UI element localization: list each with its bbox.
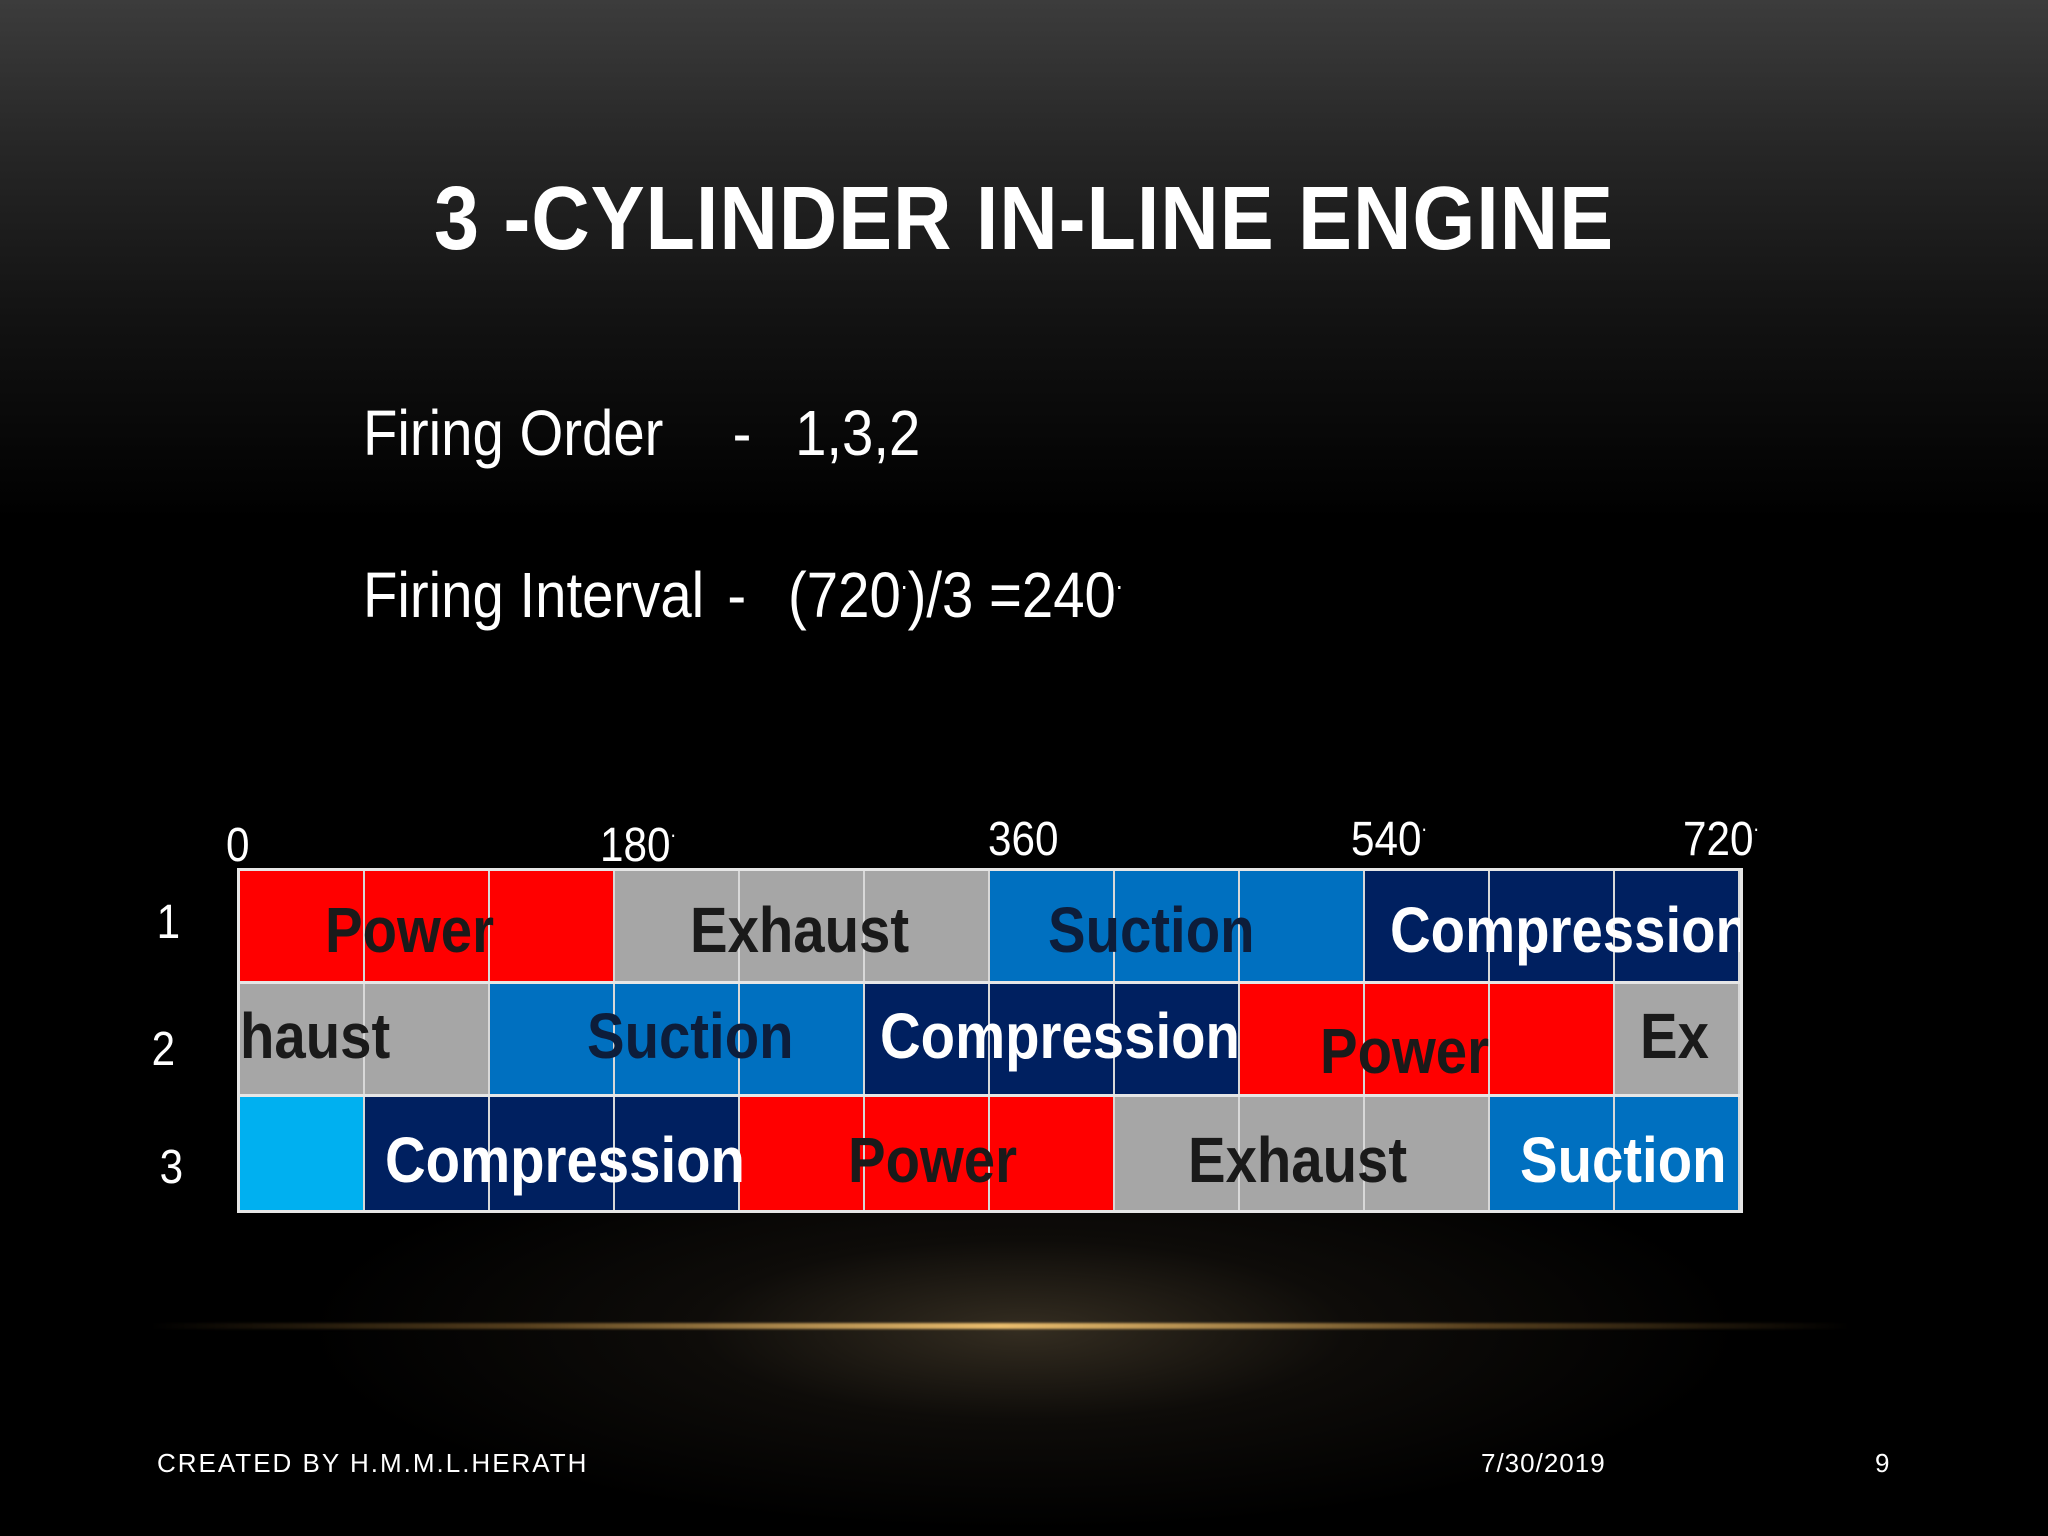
slide-title: 3 -CYLINDER IN-LINE ENGINE — [434, 169, 1614, 269]
cylinder-row-1: Power Exhaust Suction Compression — [240, 871, 1740, 982]
timing-cell — [1365, 984, 1490, 1094]
timing-cell — [1365, 871, 1490, 982]
axis-label-720: 720. — [1683, 811, 1759, 866]
firing-interval-dash: - — [727, 559, 747, 631]
timing-cell — [865, 871, 990, 982]
cylinder-number-2: 2 — [151, 1023, 176, 1076]
timing-cell — [365, 1097, 490, 1210]
timing-cell — [365, 871, 490, 982]
stroke-label-power: Power — [325, 894, 495, 966]
timing-cell — [1240, 1097, 1365, 1210]
timing-cell — [615, 1097, 740, 1210]
timing-cell — [990, 871, 1115, 982]
timing-cell — [1240, 871, 1365, 982]
timing-cell — [865, 984, 990, 1094]
timing-cell — [240, 984, 365, 1094]
timing-cell — [1615, 984, 1740, 1094]
stroke-label-exhaust: Exhaust — [1188, 1124, 1408, 1196]
interval-result-degree-mark: . — [1115, 564, 1123, 595]
timing-cell — [240, 1097, 365, 1210]
row-divider — [240, 1094, 1740, 1097]
stroke-label-suction: Suction — [1520, 1124, 1727, 1196]
interval-value-left: (720 — [788, 559, 901, 631]
stroke-label-suction: Suction — [587, 1000, 794, 1072]
timing-cell — [1365, 1097, 1490, 1210]
axis-label-360: 360 — [988, 813, 1059, 866]
timing-cell — [740, 871, 865, 982]
timing-cell — [1490, 1097, 1615, 1210]
axis-label-180: 180. — [600, 817, 676, 872]
footer-author: CREATED BY H.M.M.L.HERATH — [157, 1448, 589, 1478]
timing-cell — [1240, 984, 1365, 1094]
timing-cell — [365, 984, 490, 1094]
timing-cell — [615, 984, 740, 1094]
stroke-label-suction: Suction — [1048, 894, 1255, 966]
stroke-label-power: Power — [1320, 1015, 1490, 1087]
stroke-label-power: Power — [848, 1124, 1018, 1196]
cylinder-number-3: 3 — [159, 1141, 184, 1194]
timing-cell — [1115, 871, 1240, 982]
axis-label-0: 0 — [226, 819, 250, 872]
timing-cell — [615, 871, 740, 982]
firing-order-value: 1,3,2 — [795, 397, 921, 469]
timing-cell — [1115, 1097, 1240, 1210]
timing-cell — [1490, 871, 1615, 982]
timing-cell — [740, 1097, 865, 1210]
stroke-label-compression: Compression — [880, 1000, 1240, 1072]
row-divider — [240, 981, 1740, 984]
stroke-label-haust: haust — [240, 1000, 391, 1072]
cylinder-row-2: haust Suction Compression Power Ex — [240, 984, 1740, 1094]
cylinder-row-3: Compression Power Exhaust Suction — [240, 1097, 1740, 1210]
firing-order-label: Firing Order — [363, 397, 664, 469]
firing-order-dash: - — [732, 397, 752, 469]
interval-degree-mark: . — [900, 564, 908, 595]
timing-cell — [1115, 984, 1240, 1094]
timing-cell — [1615, 1097, 1740, 1210]
cylinder-number-1: 1 — [156, 896, 181, 949]
timing-cell — [865, 1097, 990, 1210]
footer-date: 7/30/2019 — [1481, 1448, 1606, 1478]
timing-cell — [740, 984, 865, 1094]
interval-value-mid: )/3 =240 — [907, 559, 1116, 631]
timing-cell — [990, 1097, 1115, 1210]
axis-degree-mark: . — [1753, 811, 1759, 836]
firing-interval-value: (720.)/3 =240. — [788, 558, 1123, 632]
timing-cell — [490, 871, 615, 982]
decorative-glow-line — [150, 1323, 1850, 1329]
footer-page-number: 9 — [1875, 1448, 1892, 1478]
stroke-label-compression: Compression — [1390, 894, 1740, 966]
axis-label-540: 540. — [1351, 811, 1427, 866]
timing-cell — [490, 984, 615, 1094]
timing-cell — [490, 1097, 615, 1210]
timing-cell — [1490, 984, 1615, 1094]
stroke-label-compression: Compression — [385, 1124, 745, 1196]
stroke-label-ex: Ex — [1640, 1000, 1709, 1072]
stroke-label-exhaust: Exhaust — [690, 894, 910, 966]
axis-degree-mark: . — [1421, 811, 1427, 836]
timing-cell — [240, 871, 365, 982]
timing-cell — [990, 984, 1115, 1094]
firing-interval-label: Firing Interval — [363, 559, 705, 631]
timing-cell — [1615, 871, 1740, 982]
axis-degree-mark: . — [670, 817, 676, 842]
